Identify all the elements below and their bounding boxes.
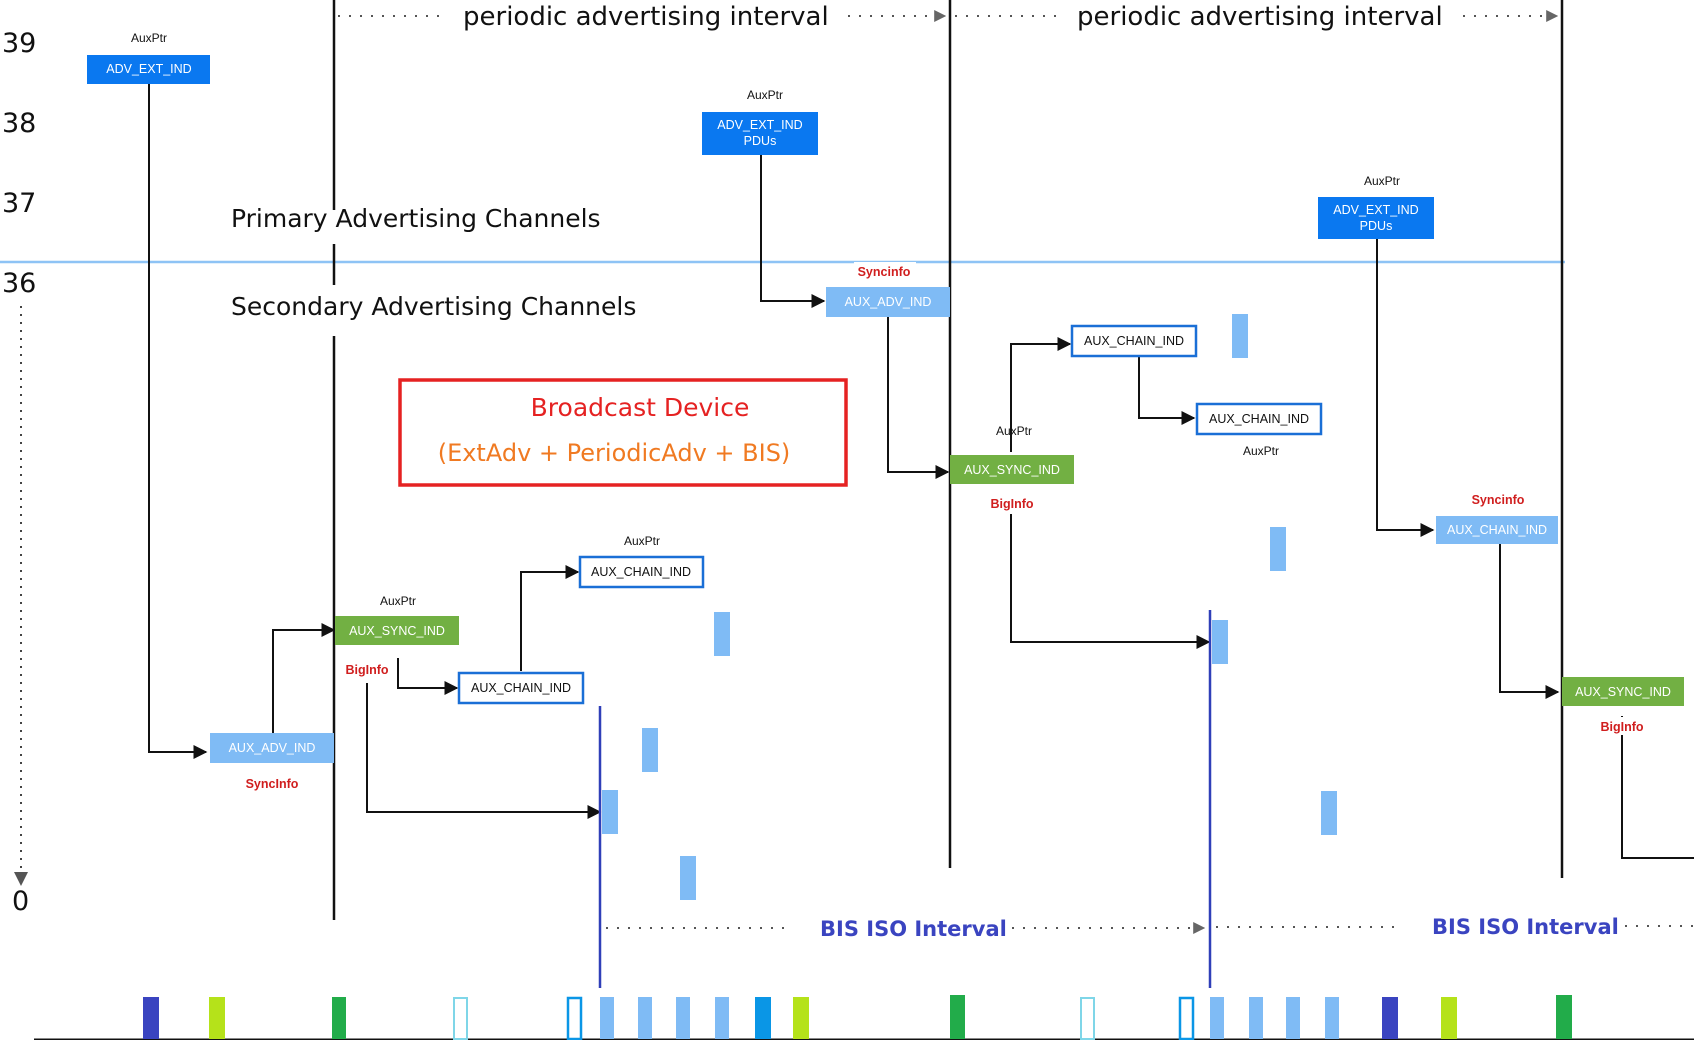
aux-sync-ind-3 (1562, 677, 1684, 706)
timeline-event (143, 997, 159, 1039)
timeline-event (453, 997, 468, 1040)
link-aux-adv-2-to-aux-sync-2 (887, 317, 950, 479)
aux-sync-ind-2 (950, 455, 1074, 484)
adv-ext-ind-3-label: ADV_EXT_IND (1333, 203, 1418, 217)
broadcast-device-box (398, 378, 848, 487)
timeline-event (566, 996, 583, 1040)
aux-chain-ind-1 (578, 555, 705, 589)
syncinfo-annotation: Syncinfo (858, 265, 911, 279)
bis-event (1270, 527, 1286, 571)
bis-event (1232, 314, 1248, 358)
auxptr-annotation: AuxPtr (747, 88, 783, 102)
timeline-event (793, 997, 809, 1039)
link-adv-ext-3-to-aux-chain-5 (1376, 239, 1435, 537)
aux-chain-ind-2-label: AUX_CHAIN_IND (471, 681, 571, 695)
adv-ext-ind-3-sublabel: PDUs (1360, 219, 1393, 233)
timeline-event (1325, 997, 1339, 1039)
link-adv-ext-2-to-aux-adv-2 (760, 155, 826, 308)
timeline-event (600, 997, 614, 1039)
bis-event (714, 612, 730, 656)
timeline-event (1286, 997, 1300, 1039)
channel-label-36: 36 (2, 268, 36, 299)
auxptr-annotation: AuxPtr (1364, 174, 1400, 188)
timeline-event (755, 997, 771, 1039)
bis-event (1321, 791, 1337, 835)
adv-ext-ind-1-label: ADV_EXT_IND (106, 62, 191, 76)
bis-event (642, 728, 658, 772)
timeline-event (1249, 997, 1263, 1039)
auxptr-annotation: AuxPtr (624, 534, 660, 548)
aux-chain-ind-2 (457, 671, 585, 705)
timeline-event (715, 997, 729, 1039)
broadcast-device-subtitle: (ExtAdv + PeriodicAdv + BIS) (438, 439, 791, 467)
link-adv-ext-1-to-aux-adv-1 (148, 84, 208, 759)
channel-axis-arrow (14, 872, 28, 886)
channel-label-0: 0 (12, 886, 29, 917)
timeline-event (676, 997, 690, 1039)
timeline-event (1178, 996, 1195, 1040)
aux-adv-ind-2-label: AUX_ADV_IND (845, 295, 932, 309)
aux-sync-ind-1 (335, 616, 459, 645)
aux-chain-ind-3 (1070, 324, 1198, 358)
auxptr-annotation: AuxPtr (131, 31, 167, 45)
aux-chain-ind-5-label: AUX_CHAIN_IND (1447, 523, 1547, 537)
periodic-interval-label-1: periodic advertising interval (463, 2, 829, 32)
aux-sync-ind-2-label: AUX_SYNC_IND (964, 463, 1060, 477)
link-biginfo-1-to-bis (366, 683, 602, 819)
auxptr-annotation: AuxPtr (380, 594, 416, 608)
aux-chain-ind-4 (1195, 402, 1323, 436)
link-biginfo-2-to-bis (1010, 514, 1211, 649)
bis-event (1212, 620, 1228, 664)
biginfo-annotation: BigInfo (345, 663, 388, 677)
link-aux-chain-2-to-aux-chain-1 (520, 565, 580, 671)
biginfo-annotation: BigInfo (990, 497, 1033, 511)
adv-ext-ind-2 (702, 112, 818, 155)
aux-sync-ind-1-label: AUX_SYNC_IND (349, 624, 445, 638)
bis-event (602, 790, 618, 834)
timeline-event (950, 995, 965, 1039)
channel-label-38: 38 (2, 108, 36, 139)
periodic-interval-label-2: periodic advertising interval (1077, 2, 1443, 32)
link-biginfo-3-continuation (1621, 716, 1694, 859)
adv-ext-ind-2-label: ADV_EXT_IND (717, 118, 802, 132)
adv-ext-ind-1 (87, 55, 210, 84)
timeline-event (1080, 997, 1095, 1040)
timeline-event (1382, 997, 1398, 1039)
link-aux-chain-3-to-aux-chain-4 (1138, 356, 1196, 425)
biginfo-annotation: BigInfo (1600, 720, 1643, 734)
timeline-event (209, 997, 225, 1039)
aux-chain-ind-4-label: AUX_CHAIN_IND (1209, 412, 1309, 426)
bis-event (680, 856, 696, 900)
channel-label-37: 37 (2, 188, 36, 219)
timeline-event (1210, 997, 1224, 1039)
link-aux-adv-1-to-aux-sync-1 (272, 623, 336, 733)
timeline-event (1556, 995, 1572, 1039)
link-aux-chain-5-to-aux-sync-3 (1499, 544, 1560, 699)
bis-iso-interval-label-2: BIS ISO Interval (1432, 915, 1619, 939)
auxptr-annotation: AuxPtr (1243, 444, 1279, 458)
aux-chain-ind-3-label: AUX_CHAIN_IND (1084, 334, 1184, 348)
timeline-event (1441, 997, 1457, 1039)
link-aux-sync-1-to-aux-chain-2 (397, 658, 459, 695)
syncinfo-annotation: SyncInfo (246, 777, 299, 791)
aux-chain-ind-1-label: AUX_CHAIN_IND (591, 565, 691, 579)
aux-chain-ind-5 (1436, 516, 1558, 544)
channel-label-39: 39 (2, 28, 36, 59)
aux-sync-ind-3-label: AUX_SYNC_IND (1575, 685, 1671, 699)
adv-ext-ind-2-sublabel: PDUs (744, 134, 777, 148)
timeline-event (332, 997, 346, 1039)
secondary-channels-label: Secondary Advertising Channels (231, 292, 636, 321)
aux-adv-ind-2 (826, 287, 950, 317)
link-aux-sync-2-to-aux-chain-3 (1010, 337, 1072, 452)
aux-adv-ind-1-label: AUX_ADV_IND (229, 741, 316, 755)
broadcast-device-title: Broadcast Device (531, 393, 750, 422)
timeline-event (638, 997, 652, 1039)
auxptr-annotation: AuxPtr (996, 424, 1032, 438)
aux-adv-ind-1 (210, 733, 334, 763)
adv-ext-ind-3 (1318, 197, 1434, 239)
primary-channels-label: Primary Advertising Channels (231, 204, 601, 233)
syncinfo-annotation: Syncinfo (1472, 493, 1525, 507)
bis-iso-interval-label-1: BIS ISO Interval (820, 917, 1007, 941)
